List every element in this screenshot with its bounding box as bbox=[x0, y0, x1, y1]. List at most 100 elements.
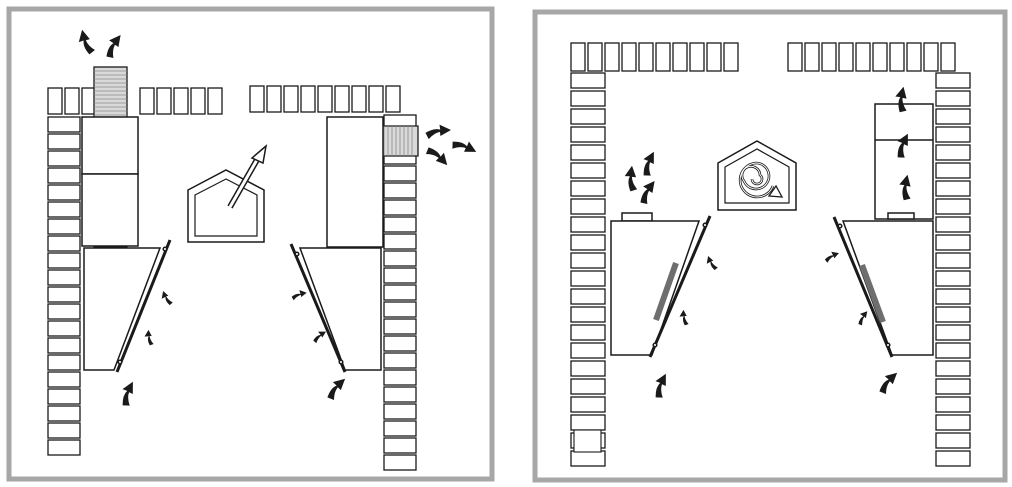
brick bbox=[935, 288, 971, 305]
brick bbox=[935, 234, 971, 251]
brick bbox=[935, 396, 971, 413]
brick bbox=[621, 42, 637, 72]
brick bbox=[368, 85, 384, 113]
brick bbox=[383, 437, 417, 454]
brick bbox=[47, 337, 81, 354]
brick bbox=[47, 388, 81, 405]
brick bbox=[570, 450, 606, 467]
brick bbox=[787, 42, 803, 72]
brick bbox=[300, 85, 316, 113]
brick bbox=[570, 288, 606, 305]
brick bbox=[689, 42, 705, 72]
brick bbox=[47, 235, 81, 252]
brick bbox=[383, 369, 417, 386]
brick bbox=[207, 87, 223, 115]
brick bbox=[570, 144, 606, 161]
brick bbox=[156, 87, 172, 115]
brick bbox=[47, 320, 81, 337]
brick bbox=[383, 165, 417, 182]
brick bbox=[570, 324, 606, 341]
brick bbox=[383, 233, 417, 250]
brick bbox=[139, 87, 155, 115]
brick bbox=[570, 396, 606, 413]
brick bbox=[570, 342, 606, 359]
brick bbox=[935, 414, 971, 431]
brick bbox=[935, 126, 971, 143]
brick bbox=[570, 180, 606, 197]
left-hood-b bbox=[289, 116, 384, 373]
brick bbox=[935, 360, 971, 377]
house-with-recirculation-swirl-icon bbox=[717, 140, 797, 211]
brick bbox=[935, 72, 971, 89]
brick bbox=[935, 90, 971, 107]
brick bbox=[935, 180, 971, 197]
right-hood-b bbox=[832, 103, 934, 358]
brick bbox=[935, 432, 971, 449]
brick bbox=[570, 270, 606, 287]
brick bbox=[570, 42, 586, 72]
brick bbox=[672, 42, 688, 72]
brick bbox=[47, 354, 81, 371]
brick bbox=[570, 306, 606, 323]
brick bbox=[889, 42, 905, 72]
right-panel-brickwork bbox=[570, 42, 971, 467]
brick bbox=[573, 429, 602, 453]
brick bbox=[383, 284, 417, 301]
brick bbox=[906, 42, 922, 72]
brick bbox=[47, 422, 81, 439]
brick bbox=[935, 306, 971, 323]
brick bbox=[47, 150, 81, 167]
brick bbox=[173, 87, 189, 115]
brick bbox=[383, 250, 417, 267]
brick bbox=[570, 234, 606, 251]
brick bbox=[47, 405, 81, 422]
brick bbox=[838, 42, 854, 72]
brick bbox=[935, 378, 971, 395]
left-hood-a bbox=[81, 116, 172, 373]
brick bbox=[570, 378, 606, 395]
brick bbox=[923, 42, 939, 72]
right-panel bbox=[532, 9, 1008, 483]
brick bbox=[64, 87, 80, 115]
brick bbox=[383, 199, 417, 216]
brick bbox=[47, 286, 81, 303]
brick bbox=[604, 42, 620, 72]
brick bbox=[383, 301, 417, 318]
brick bbox=[383, 420, 417, 437]
brick bbox=[570, 216, 606, 233]
brick bbox=[383, 335, 417, 352]
brick bbox=[249, 85, 265, 113]
brick bbox=[935, 342, 971, 359]
brick bbox=[47, 87, 63, 115]
brick bbox=[266, 85, 282, 113]
brick bbox=[47, 303, 81, 320]
brick bbox=[317, 85, 333, 113]
brick bbox=[283, 85, 299, 113]
brick bbox=[570, 198, 606, 215]
brick bbox=[570, 360, 606, 377]
brick bbox=[334, 85, 350, 113]
brick bbox=[570, 108, 606, 125]
brick bbox=[935, 450, 971, 467]
brick bbox=[385, 85, 401, 113]
brick bbox=[383, 454, 417, 471]
brick bbox=[804, 42, 820, 72]
brick bbox=[935, 216, 971, 233]
brick bbox=[47, 167, 81, 184]
brick bbox=[47, 184, 81, 201]
brick bbox=[935, 108, 971, 125]
brick bbox=[47, 116, 81, 133]
brick bbox=[351, 85, 367, 113]
brick bbox=[383, 386, 417, 403]
brick bbox=[935, 324, 971, 341]
brick bbox=[935, 144, 971, 161]
brick bbox=[821, 42, 837, 72]
brick bbox=[872, 42, 888, 72]
brick bbox=[570, 252, 606, 269]
brick bbox=[383, 216, 417, 233]
brick bbox=[570, 162, 606, 179]
brick bbox=[655, 42, 671, 72]
brick bbox=[570, 90, 606, 107]
brick bbox=[940, 42, 956, 72]
